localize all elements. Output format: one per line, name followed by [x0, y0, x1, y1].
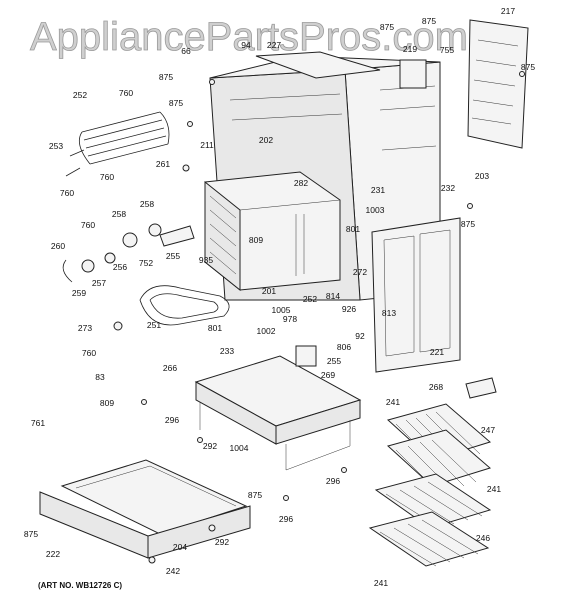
part-callout-204: 204: [173, 542, 187, 552]
part-callout-978: 978: [283, 314, 297, 324]
part-callout-272: 272: [353, 267, 367, 277]
part-callout-814: 814: [326, 291, 340, 301]
part-callout-755: 755: [440, 45, 454, 55]
oven-racks: [368, 377, 497, 567]
back-panel-217: [467, 19, 529, 149]
part-callout-266: 266: [163, 363, 177, 373]
part-callout-83: 83: [95, 372, 105, 382]
broil-element-252: [65, 111, 170, 177]
part-callout-94: 94: [241, 40, 251, 50]
part-callout-269: 269: [321, 370, 335, 380]
part-callout-222: 222: [46, 549, 60, 559]
part-callout-253: 253: [49, 141, 63, 151]
hardware-screws: [113, 71, 525, 564]
part-callout-760: 760: [81, 220, 95, 230]
part-callout-1004: 1004: [230, 443, 249, 453]
art-number: (ART NO. WB12726 C): [38, 581, 122, 590]
part-callout-813: 813: [382, 308, 396, 318]
part-callout-258: 258: [112, 209, 126, 219]
part-callout-926: 926: [342, 304, 356, 314]
part-callout-241: 241: [386, 397, 400, 407]
part-callout-227: 227: [267, 40, 281, 50]
part-callout-875: 875: [248, 490, 262, 500]
part-callout-255: 255: [166, 251, 180, 261]
part-callout-761: 761: [31, 418, 45, 428]
part-callout-259: 259: [72, 288, 86, 298]
part-callout-92: 92: [355, 331, 365, 341]
part-callout-231: 231: [371, 185, 385, 195]
part-callout-875: 875: [422, 16, 436, 26]
part-callout-875: 875: [169, 98, 183, 108]
part-callout-241: 241: [487, 484, 501, 494]
part-callout-66: 66: [181, 46, 191, 56]
part-callout-296: 296: [326, 476, 340, 486]
part-callout-801: 801: [208, 323, 222, 333]
oven-door-221: [371, 217, 461, 373]
part-callout-241: 241: [374, 578, 388, 588]
part-callout-806: 806: [337, 342, 351, 352]
part-callout-233: 233: [220, 346, 234, 356]
part-callout-875: 875: [159, 72, 173, 82]
part-callout-760: 760: [119, 88, 133, 98]
igniter-parts: [62, 223, 195, 283]
part-callout-247: 247: [481, 425, 495, 435]
part-callout-201: 201: [262, 286, 276, 296]
part-callout-875: 875: [461, 219, 475, 229]
drawer-frame-233: [194, 345, 362, 471]
part-callout-875: 875: [380, 22, 394, 32]
part-callout-252: 252: [73, 90, 87, 100]
part-callout-752: 752: [139, 258, 153, 268]
part-callout-282: 282: [294, 178, 308, 188]
part-callout-875: 875: [24, 529, 38, 539]
part-callout-260: 260: [51, 241, 65, 251]
part-callout-292: 292: [203, 441, 217, 451]
part-callout-217: 217: [501, 6, 515, 16]
part-callout-252: 252: [303, 294, 317, 304]
part-callout-251: 251: [147, 320, 161, 330]
part-callout-258: 258: [140, 199, 154, 209]
part-callout-1003: 1003: [366, 205, 385, 215]
part-callout-801: 801: [346, 224, 360, 234]
part-callout-1002: 1002: [257, 326, 276, 336]
part-callout-273: 273: [78, 323, 92, 333]
part-callout-292: 292: [215, 537, 229, 547]
storage-drawer-204: [39, 459, 251, 559]
oven-cavity-201: [204, 171, 341, 292]
part-callout-809: 809: [249, 235, 263, 245]
part-callout-760: 760: [60, 188, 74, 198]
part-callout-261: 261: [156, 159, 170, 169]
watermark-text: AppliancePartsPros.com: [30, 15, 468, 59]
part-callout-809: 809: [100, 398, 114, 408]
part-callout-255: 255: [327, 356, 341, 366]
part-callout-296: 296: [165, 415, 179, 425]
part-callout-246: 246: [476, 533, 490, 543]
part-callout-760: 760: [100, 172, 114, 182]
part-callout-257: 257: [92, 278, 106, 288]
part-callout-875: 875: [521, 62, 535, 72]
part-callout-256: 256: [113, 262, 127, 272]
part-callout-211: 211: [200, 140, 214, 150]
part-callout-221: 221: [430, 347, 444, 357]
part-callout-935: 935: [199, 255, 213, 265]
bake-element-251: [139, 285, 230, 326]
part-callout-202: 202: [259, 135, 273, 145]
part-callout-203: 203: [475, 171, 489, 181]
part-callout-242: 242: [166, 566, 180, 576]
part-callout-232: 232: [441, 183, 455, 193]
part-callout-1005: 1005: [272, 305, 291, 315]
part-callout-760: 760: [82, 348, 96, 358]
part-callout-268: 268: [429, 382, 443, 392]
part-callout-296: 296: [279, 514, 293, 524]
callout-labels: 217 875 875 219 755 875 66 94 227 875 252 760 875 211…: [24, 6, 535, 588]
part-callout-219: 219: [403, 44, 417, 54]
